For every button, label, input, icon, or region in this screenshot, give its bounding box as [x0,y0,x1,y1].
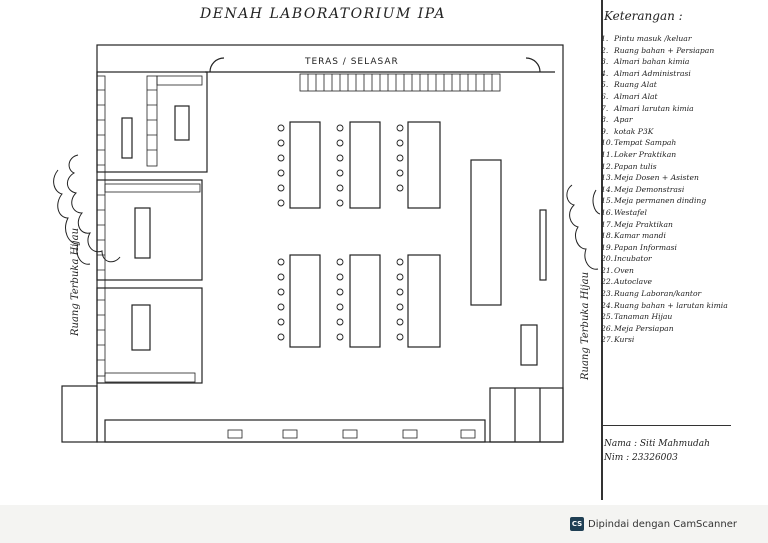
author-nim: Nim : 23326003 [604,453,678,463]
lecturer-desk [520,324,538,366]
bathroom [61,385,98,443]
prep-table-1 [121,117,133,159]
lab-floor-plan: TERAS / SELASAR [53,44,600,443]
lab-office [489,387,564,443]
scanned-paper [0,0,768,505]
legend-item: 11.Loker Praktikan [601,149,677,159]
green-area-left [67,154,121,263]
green-area-right [566,184,599,270]
legend-item: 24.Ruang bahan + larutan kimia [601,300,728,310]
legend-title: Keterangan : [604,9,683,23]
wall-bench [104,419,486,443]
legend-item: 4.Almari Administrasi [601,68,691,78]
camscanner-watermark: CS Dipindai dengan CamScanner [570,514,758,534]
terrace-railing [299,73,501,92]
stools [277,124,404,341]
prep-table-2 [174,105,190,141]
practicum-table-3 [407,121,441,209]
camscanner-text: Dipindai dengan CamScanner [588,518,737,530]
legend-item: 16.Westafel [601,207,647,217]
legend-item: 17.Meja Praktikan [601,219,673,229]
legend-item: 13.Meja Dosen + Asisten [601,173,699,183]
prep-table-3 [131,304,151,351]
practicum-table-6 [407,254,441,348]
legend-item: 19.Papan Informasi [601,242,677,252]
legend-item: 22.Autoclave [601,277,652,287]
terrace-label: TERAS / SELASAR [304,57,399,67]
legend-item: 20.Incubator [601,254,652,264]
legend-item: 8.Apar [601,115,633,125]
legend-item: 10.Tempat Sampah [601,138,677,148]
practicum-table-5 [349,254,381,348]
legend-item: 21.Oven [601,265,634,275]
tools-table [134,207,151,259]
legend-item: 9.kotak P3K [601,126,654,136]
demonstration-table [470,159,502,306]
legend-item: 12.Papan tulis [601,161,657,171]
green-area-right-label: Ruang Terbuka Hijau [580,272,591,381]
room-storage-top [96,71,208,173]
legend-item: 5.Ruang Alat [601,80,657,90]
whiteboard [539,209,547,281]
legend-item: 15.Meja permanen dinding [601,196,707,206]
legend-item: 7.Almari larutan kimia [601,103,694,113]
page-title: DENAH LABORATORIUM IPA [200,6,447,22]
legend-item: 14.Meja Demonstrasi [601,184,685,194]
door-swing-right [525,57,541,73]
camscanner-logo-icon: CS [570,517,584,531]
author-name: Nama : Siti Mahmudah [604,439,710,449]
legend-item: 23.Ruang Laboran/kantor [601,289,702,299]
legend-item: 1.Pintu masuk /keluar [601,34,692,43]
sinks [227,429,476,439]
practicum-table-2 [349,121,381,209]
legend-item: 18.Kamar mandi [601,231,666,241]
legend-separator [601,425,731,426]
legend-item: 25.Tanaman Hijau [601,312,673,322]
practicum-table-1 [289,121,321,209]
legend-divider [601,0,603,500]
cabinet-shelves [96,75,203,383]
legend-list: 1.Pintu masuk /keluar 2.Ruang bahan + Pe… [601,33,761,346]
green-area-left-label: Ruang Terbuka Hijau [70,228,81,337]
legend-item: 27.Kursi [601,335,635,345]
legend-item: 2.Ruang bahan + Persiapan [601,45,715,55]
author-block: Nama : Siti Mahmudah Nim : 23326003 [604,437,710,465]
legend-item: 3.Almari bahan kimia [601,57,690,67]
practicum-table-4 [289,254,321,348]
legend-item: 26.Meja Persiapan [601,323,674,333]
legend-item: 6.Almari Alat [601,91,658,101]
door-swing-left [209,57,225,73]
